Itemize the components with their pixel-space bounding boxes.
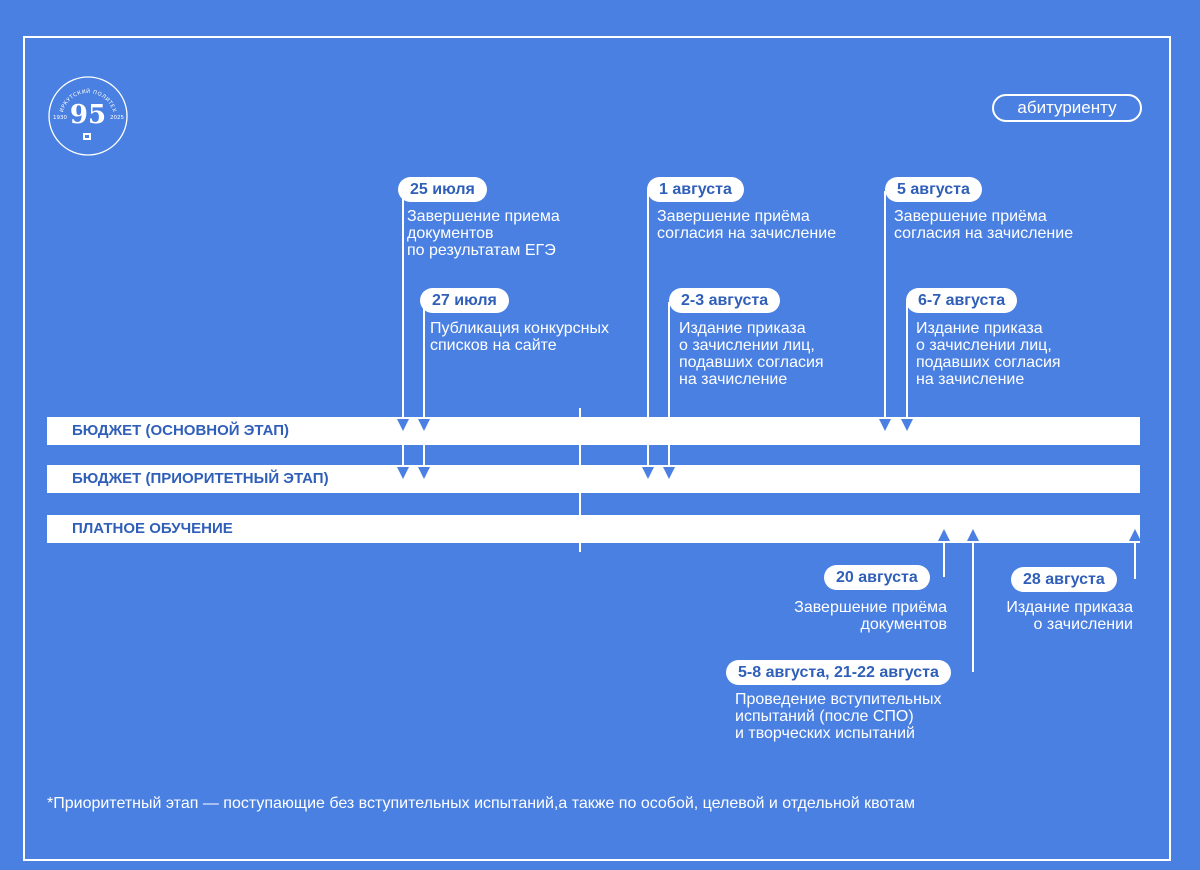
- event-stem: [402, 191, 405, 467]
- event-arrow-icon: [966, 529, 979, 541]
- event-stem: [423, 302, 426, 467]
- event-arrow-icon: [642, 467, 655, 479]
- event-arrow-icon: [418, 419, 431, 431]
- event-arrow-icon: [938, 529, 951, 541]
- event-stem: [943, 541, 946, 577]
- event-arrow-icon: [397, 467, 410, 479]
- event-stem: [647, 191, 650, 467]
- applicant-tag[interactable]: абитуриенту: [992, 94, 1142, 122]
- event-description: Завершение приёма документов: [794, 599, 947, 633]
- logo-95-emblem: ИРКУТСКИЙ ПОЛИТЕХ 95 1930 2025: [48, 76, 128, 156]
- event-arrow-icon: [418, 467, 431, 479]
- event-date-pill: 1 августа: [647, 177, 744, 202]
- page-frame: [23, 36, 1171, 861]
- event-stem: [906, 302, 909, 419]
- event-date-pill: 25 июля: [398, 177, 487, 202]
- event-arrow-icon: [397, 419, 410, 431]
- event-date-pill: 5-8 августа, 21-22 августа: [726, 660, 951, 685]
- footnote: *Приоритетный этап — поступающие без вст…: [47, 795, 915, 812]
- track-bar-1: БЮДЖЕТ (ПРИОРИТЕТНЫЙ ЭТАП): [47, 465, 1140, 493]
- event-date-pill: 28 августа: [1011, 567, 1117, 592]
- event-stem: [667, 302, 670, 467]
- logo-year-left: 1930: [53, 115, 67, 121]
- event-description: Завершение приёма согласия на зачисление: [894, 208, 1074, 242]
- event-description: Издание приказа о зачислении лиц, подавш…: [916, 320, 1061, 388]
- event-date-pill: 6-7 августа: [906, 288, 1018, 313]
- event-date-pill: 27 июля: [420, 288, 509, 313]
- event-stem: [971, 541, 974, 672]
- logo-big-number: 95: [70, 100, 106, 130]
- event-description: Завершение приёма согласия на зачисление: [657, 208, 837, 242]
- event-description: Издание приказа о зачислении: [1006, 599, 1133, 633]
- event-description: Завершение приема документов по результа…: [407, 208, 560, 259]
- event-description: Публикация конкурсных списков на сайте: [430, 320, 610, 354]
- logo-year-right: 2025: [110, 115, 124, 121]
- event-description: Издание приказа о зачислении лиц, подавш…: [679, 320, 824, 388]
- event-arrow-icon: [662, 467, 675, 479]
- event-stem: [884, 191, 887, 419]
- event-date-pill: 20 августа: [824, 565, 930, 590]
- event-arrow-icon: [879, 419, 892, 431]
- track-bar-0: БЮДЖЕТ (ОСНОВНОЙ ЭТАП): [47, 417, 1140, 445]
- event-description: Проведение вступительных испытаний (посл…: [735, 691, 942, 742]
- timeline-divider: [579, 408, 581, 552]
- event-arrow-icon: [901, 419, 914, 431]
- track-bar-2: ПЛАТНОЕ ОБУЧЕНИЕ: [47, 515, 1140, 543]
- event-stem: [1133, 541, 1136, 579]
- event-date-pill: 2-3 августа: [669, 288, 781, 313]
- event-date-pill: 5 августа: [885, 177, 982, 202]
- event-arrow-icon: [1128, 529, 1141, 541]
